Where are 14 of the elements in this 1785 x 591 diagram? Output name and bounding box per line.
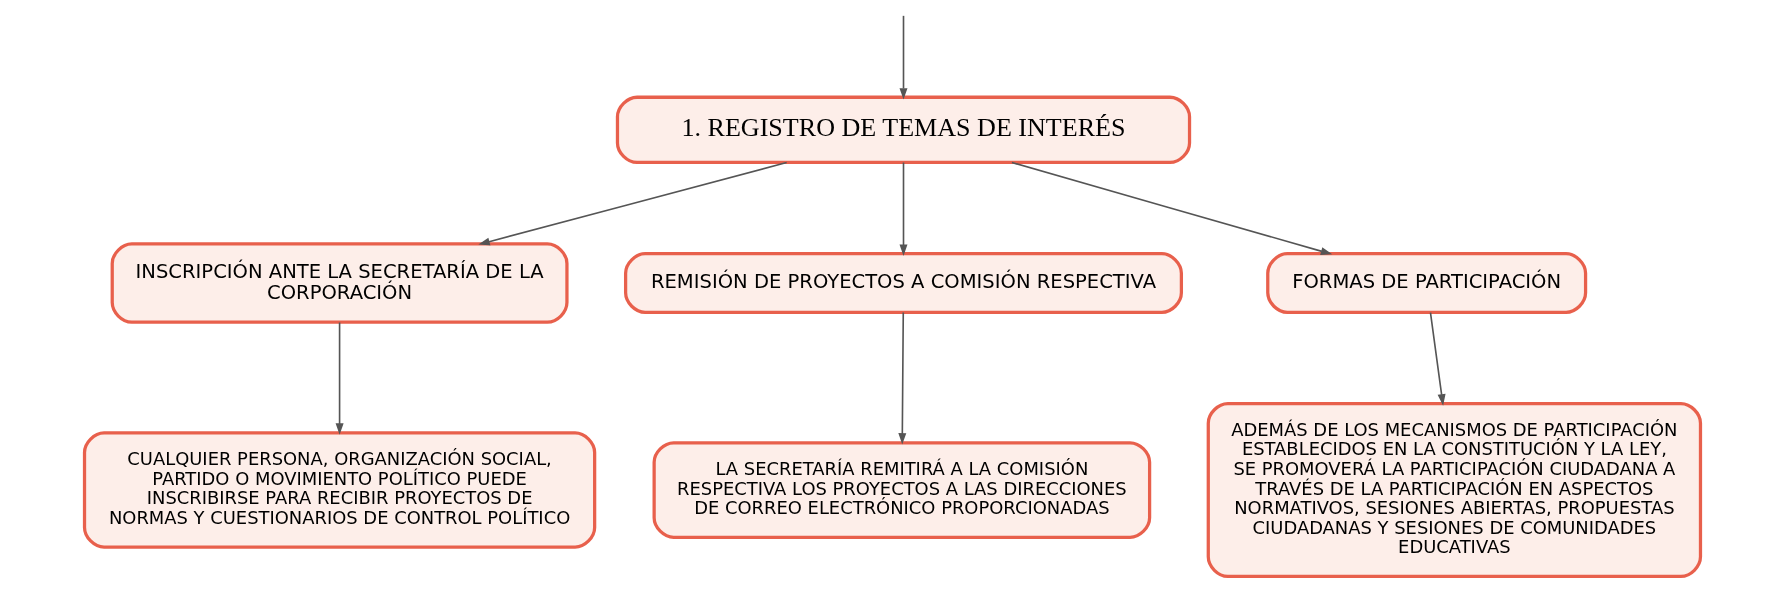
arrow <box>898 311 907 445</box>
arrow <box>478 161 788 246</box>
arrow <box>899 161 908 256</box>
node-box: FORMAS DE PARTICIPACIÓN <box>1266 252 1588 314</box>
arrow <box>1011 161 1333 256</box>
arrow <box>1429 311 1446 406</box>
arrow <box>899 15 908 100</box>
node-box: ADEMÁS DE LOS MECANISMOS DE PARTICIPACIÓN ESTABLECIDOS EN LA CONSTITUCIÓN Y LA LEY, SE PROMOVERÁ LA PARTICIPACIÓN CIUDADANA A TRAVÉS DE LA PARTICIPACIÓN EN ASPECTOS NORMATIVOS, SESIONES ABIERTAS, PROPUESTAS CIUDADANAS Y SESIONES DE COMUNIDADES EDUCATIVAS <box>1206 402 1703 579</box>
node-box: CUALQUIER PERSONA, ORGANIZACIÓN SOCIAL, PARTIDO O MOVIMIENTO POLÍTICO PUEDE INSCRIBIRSE PARA RECIBIR PROYECTOS DE NORMAS Y CUESTIONARIOS DE CONTROL POLÍTICO <box>82 431 597 549</box>
node-box: LA SECRETARÍA REMITIRÁ A LA COMISIÓN RESPECTIVA LOS PROYECTOS A LAS DIRECCIONES DE CORREO ELECTRÓNICO PROPORCIONADAS <box>652 441 1152 539</box>
node-box: INSCRIPCIÓN ANTE LA SECRETARÍA DE LA CORPORACIÓN <box>110 242 569 324</box>
arrow <box>335 321 344 435</box>
node-box: 1. REGISTRO DE TEMAS DE INTERÉS <box>615 95 1192 165</box>
node-box: REMISIÓN DE PROYECTOS A COMISIÓN RESPECTIVA <box>624 252 1183 314</box>
